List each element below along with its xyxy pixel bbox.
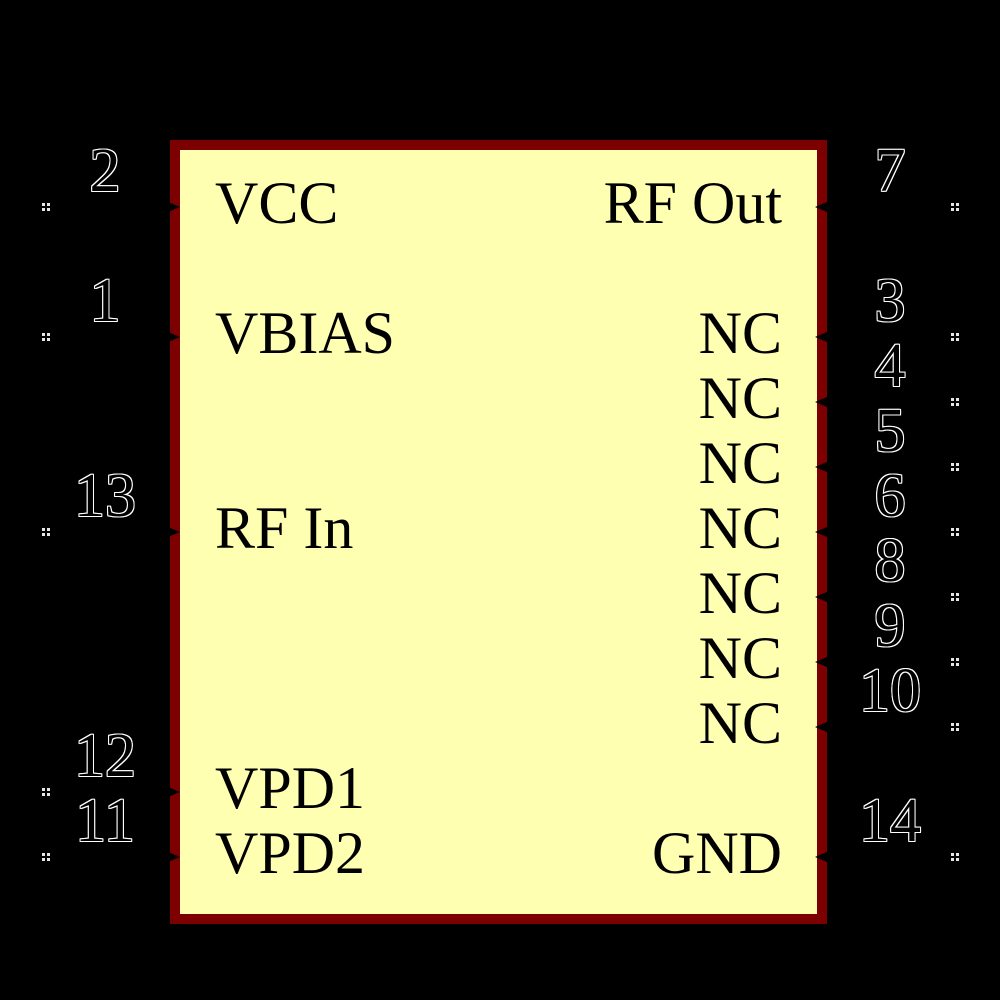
pin-label: VBIAS	[215, 300, 396, 366]
pin-line[interactable]	[827, 726, 951, 729]
unconnected-pin-dots-icon[interactable]	[42, 853, 45, 856]
pin-line[interactable]	[46, 336, 170, 339]
pin-number: 14	[859, 787, 921, 855]
pin-number: 8	[874, 527, 906, 595]
pin-line[interactable]	[827, 661, 951, 664]
pin-number: 4	[874, 332, 906, 400]
unconnected-pin-dots-icon[interactable]	[951, 463, 954, 466]
pin-direction-arrow-icon[interactable]	[168, 332, 180, 342]
unconnected-pin-dots-icon[interactable]	[951, 853, 954, 856]
pin-number: 7	[874, 137, 906, 205]
unconnected-pin-dots-icon[interactable]	[42, 203, 45, 206]
pin-line[interactable]	[46, 206, 170, 209]
pin-direction-arrow-icon[interactable]	[815, 462, 827, 472]
pin-number: 5	[874, 397, 906, 465]
pin-number: 2	[89, 137, 121, 205]
pin-label: VPD1	[215, 755, 366, 821]
unconnected-pin-dots-icon[interactable]	[951, 398, 954, 401]
pin-direction-arrow-icon[interactable]	[815, 202, 827, 212]
pin-number: 11	[75, 787, 135, 855]
pin-label: VCC	[215, 170, 339, 236]
pin-direction-arrow-icon[interactable]	[815, 332, 827, 342]
pin-direction-arrow-icon[interactable]	[815, 397, 827, 407]
pin-number: 1	[89, 267, 121, 335]
pin-label: RF Out	[603, 170, 782, 236]
pin-line[interactable]	[46, 856, 170, 859]
pin-line[interactable]	[827, 596, 951, 599]
pin-line[interactable]	[827, 856, 951, 859]
pin-label: NC	[698, 365, 782, 431]
pin-line[interactable]	[827, 336, 951, 339]
pin-direction-arrow-icon[interactable]	[168, 852, 180, 862]
pin-line[interactable]	[827, 401, 951, 404]
pin-line[interactable]	[827, 531, 951, 534]
pin-label: NC	[698, 300, 782, 366]
pin-label: NC	[698, 560, 782, 626]
unconnected-pin-dots-icon[interactable]	[42, 788, 45, 791]
pin-direction-arrow-icon[interactable]	[815, 592, 827, 602]
pin-number: 12	[74, 722, 136, 790]
pin-number: 13	[74, 462, 136, 530]
pin-line[interactable]	[827, 206, 951, 209]
pin-direction-arrow-icon[interactable]	[168, 527, 180, 537]
unconnected-pin-dots-icon[interactable]	[951, 528, 954, 531]
pin-label: NC	[698, 430, 782, 496]
unconnected-pin-dots-icon[interactable]	[951, 723, 954, 726]
unconnected-pin-dots-icon[interactable]	[951, 658, 954, 661]
pin-direction-arrow-icon[interactable]	[815, 527, 827, 537]
pin-label: RF In	[215, 495, 354, 561]
pin-direction-arrow-icon[interactable]	[815, 852, 827, 862]
pin-line[interactable]	[827, 466, 951, 469]
unconnected-pin-dots-icon[interactable]	[951, 593, 954, 596]
unconnected-pin-dots-icon[interactable]	[951, 203, 954, 206]
pin-number: 10	[859, 657, 921, 725]
pin-label: NC	[698, 625, 782, 691]
pin-label: VPD2	[215, 820, 366, 886]
pin-number: 9	[874, 592, 906, 660]
pin-line[interactable]	[46, 791, 170, 794]
pin-direction-arrow-icon[interactable]	[168, 787, 180, 797]
unconnected-pin-dots-icon[interactable]	[42, 528, 45, 531]
pin-label: NC	[698, 690, 782, 756]
unconnected-pin-dots-icon[interactable]	[951, 333, 954, 336]
pin-direction-arrow-icon[interactable]	[815, 657, 827, 667]
unconnected-pin-dots-icon[interactable]	[42, 333, 45, 336]
pin-line[interactable]	[46, 531, 170, 534]
pin-direction-arrow-icon[interactable]	[168, 202, 180, 212]
pin-label: NC	[698, 495, 782, 561]
pin-direction-arrow-icon[interactable]	[815, 722, 827, 732]
pin-number: 3	[874, 267, 906, 335]
pin-number: 6	[874, 462, 906, 530]
pin-label: GND	[652, 820, 782, 886]
